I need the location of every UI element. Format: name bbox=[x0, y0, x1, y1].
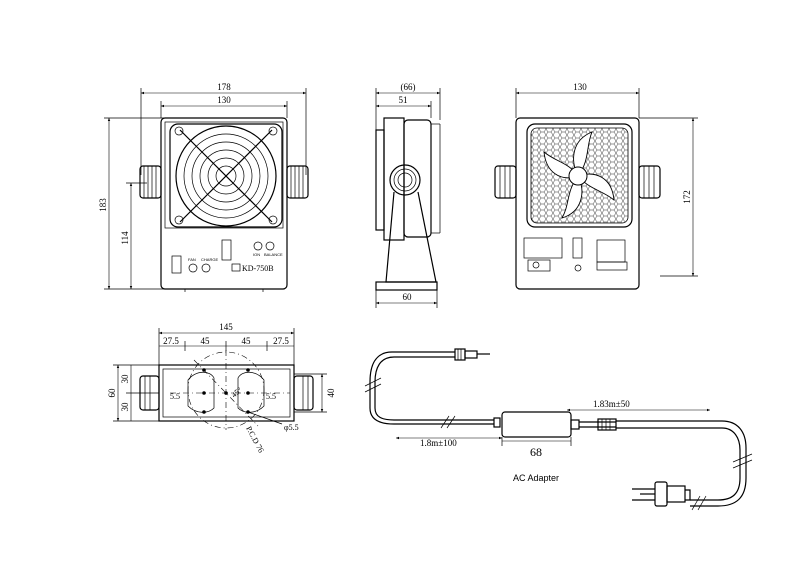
side-depth-top: (66) bbox=[401, 82, 416, 92]
btn-label-charge: CHARGE bbox=[201, 257, 218, 262]
angle-label: 45° bbox=[230, 385, 244, 399]
top-view: 145 27.5 45 45 27.5 60 30 30 40 bbox=[107, 322, 336, 454]
side-view: (66) 51 60 bbox=[375, 82, 441, 308]
model-label: KD-750B bbox=[242, 264, 274, 273]
front-height-mid: 114 bbox=[120, 231, 130, 245]
adapter-width: 68 bbox=[530, 445, 542, 459]
front-height-total: 183 bbox=[98, 198, 108, 212]
adapter-label: AC Adapter bbox=[513, 473, 559, 483]
front-view: 178 130 183 114 bbox=[98, 82, 309, 292]
front-width-body: 130 bbox=[217, 95, 231, 105]
side-depth-mid: 51 bbox=[399, 95, 408, 105]
ac-adapter: 1.83m±50 1.8m±100 68 AC Adapter bbox=[364, 348, 753, 511]
front-width-total: 178 bbox=[217, 82, 231, 92]
hole-label-right: 5.5 bbox=[266, 392, 276, 401]
top-width-total: 145 bbox=[219, 322, 233, 332]
hole-label-left: 5.5 bbox=[170, 392, 180, 401]
rear-height: 172 bbox=[682, 190, 692, 204]
top-height-top: 30 bbox=[120, 374, 130, 384]
top-seg1: 27.5 bbox=[163, 336, 179, 346]
top-seg2: 45 bbox=[201, 336, 211, 346]
top-seg3: 45 bbox=[242, 336, 252, 346]
pcd-label: P.C.D 76 bbox=[244, 425, 265, 455]
knob-label-balance: BALANCE bbox=[264, 252, 283, 257]
top-height-right: 40 bbox=[326, 388, 336, 398]
cable-length-input: 1.8m±100 bbox=[420, 438, 457, 448]
side-depth-base: 60 bbox=[403, 292, 413, 302]
cable-length-output: 1.83m±50 bbox=[593, 399, 630, 409]
rear-view: 130 172 bbox=[494, 82, 698, 290]
hole-diameter-label: φ5.5 bbox=[284, 423, 299, 432]
knob-label-ion: ION bbox=[253, 252, 260, 257]
rear-width: 130 bbox=[573, 82, 587, 92]
btn-label-fan: FAN bbox=[188, 257, 196, 262]
top-height-total: 60 bbox=[107, 388, 117, 398]
top-height-bottom: 30 bbox=[120, 402, 130, 412]
top-seg4: 27.5 bbox=[273, 336, 289, 346]
